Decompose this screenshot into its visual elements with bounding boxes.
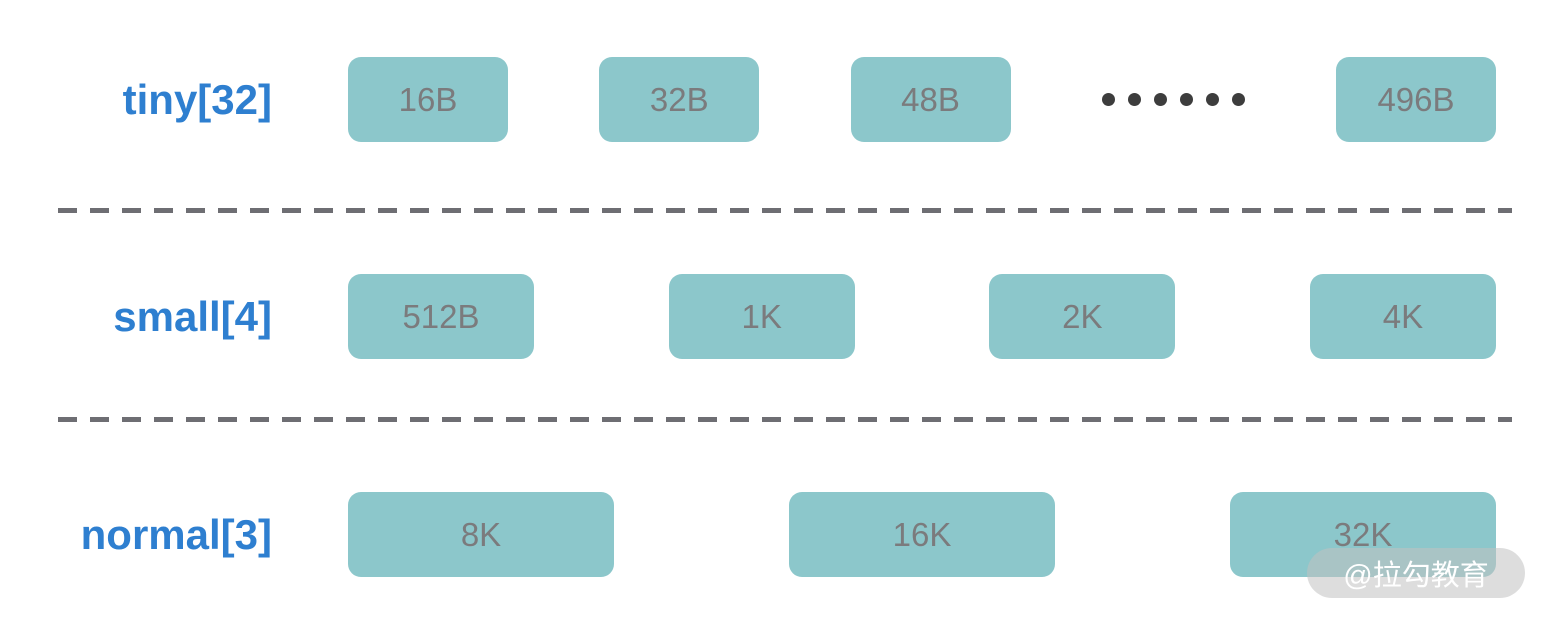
row-small: small[4] 512B 1K 2K 4K: [0, 274, 1542, 359]
size-class-box: 8K: [348, 492, 614, 577]
size-class-box: 48B: [850, 57, 1011, 142]
dot: [1153, 93, 1167, 106]
size-class-box: 16B: [348, 57, 508, 142]
row-small-boxes: 512B 1K 2K 4K: [348, 274, 1496, 359]
dashed-divider: [58, 417, 1512, 422]
size-class-box: 496B: [1336, 57, 1496, 142]
size-class-box: 512B: [348, 274, 534, 359]
dashed-divider: [58, 208, 1512, 213]
dot: [1231, 93, 1245, 106]
row-normal: normal[3] 8K 16K 32K: [0, 492, 1542, 577]
dot: [1127, 93, 1141, 106]
ellipsis-dots: [1101, 57, 1245, 142]
row-label-normal: normal[3]: [80, 510, 272, 558]
size-class-box: 16K: [789, 492, 1055, 577]
row-label-tiny: tiny[32]: [122, 75, 272, 123]
row-label-small: small[4]: [113, 292, 272, 340]
row-tiny-boxes: 16B 32B 48B 496B: [348, 57, 1496, 142]
dot: [1179, 93, 1193, 106]
size-class-box: 1K: [668, 274, 855, 359]
size-class-box: 4K: [1309, 274, 1496, 359]
dot: [1205, 93, 1219, 106]
size-class-box: 2K: [989, 274, 1176, 359]
watermark-badge: @拉勾教育: [1307, 548, 1525, 598]
dot: [1101, 93, 1115, 106]
row-tiny: tiny[32] 16B 32B 48B 496B: [0, 57, 1542, 142]
row-normal-boxes: 8K 16K 32K: [348, 492, 1496, 577]
size-class-box: 32B: [599, 57, 760, 142]
